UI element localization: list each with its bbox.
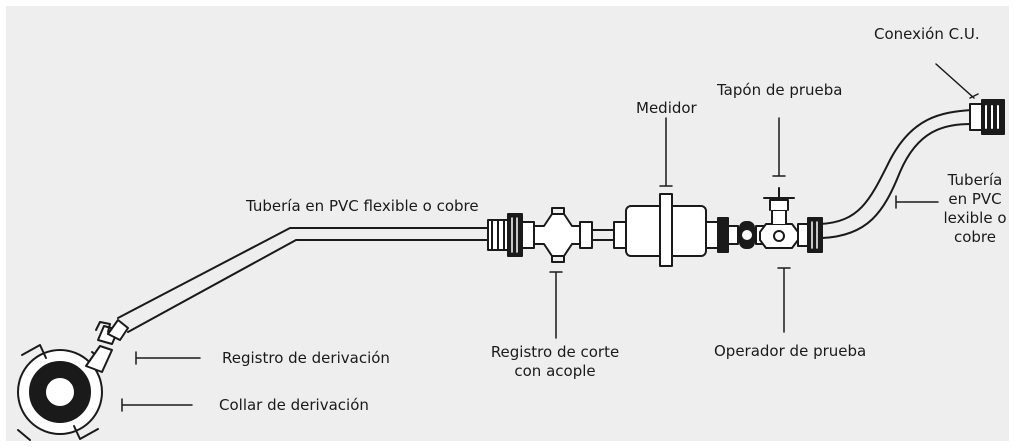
label-tuberia-right-line-3: lexible o: [943, 209, 1007, 227]
label-registro-derivacion: Registro de derivación: [222, 349, 390, 367]
pipe-coupling-left: [487, 213, 535, 257]
right-pipe: [819, 109, 973, 239]
label-tuberia-right-line-1: Tubería: [947, 171, 1003, 189]
label-collar-derivacion: Collar de derivación: [219, 396, 369, 414]
label-tuberia-right-line-4: cobre: [953, 228, 996, 246]
cu-connection: [969, 99, 1005, 135]
label-tuberia-left: Tubería en PVC flexible o cobre: [246, 197, 479, 215]
label-conexion-cu: Conexión C.U.: [874, 25, 980, 43]
label-registro-corte-line-2: con acople: [514, 362, 596, 380]
label-tuberia-right-line-2: en PVC: [948, 190, 1002, 208]
label-tapon-prueba: Tapón de prueba: [717, 81, 843, 99]
leader-lines: [121, 63, 979, 412]
leader-operador: [777, 267, 791, 333]
label-operador-prueba: Operador de prueba: [714, 342, 867, 360]
left-pipe: [117, 227, 491, 333]
derivation-register: [85, 319, 129, 373]
label-registro-corte: Registro de corte con acople: [480, 343, 630, 381]
leader-tapon: [772, 117, 786, 177]
leader-tuberia-right: [895, 195, 939, 209]
test-valve: [727, 187, 823, 253]
label-tuberia-right: Tubería en PVC lexible o cobre: [940, 171, 1010, 247]
label-registro-corte-line-1: Registro de corte: [490, 343, 620, 361]
leader-medidor: [659, 117, 673, 187]
leader-registro-corte: [549, 271, 563, 339]
leader-registro-derivacion: [135, 351, 201, 365]
derivation-collar: [17, 344, 105, 441]
label-medidor: Medidor: [636, 99, 697, 117]
shutoff-valve: [533, 207, 627, 263]
leader-conexion: [935, 63, 979, 99]
leader-collar: [121, 398, 193, 412]
water-meter: [613, 193, 729, 267]
